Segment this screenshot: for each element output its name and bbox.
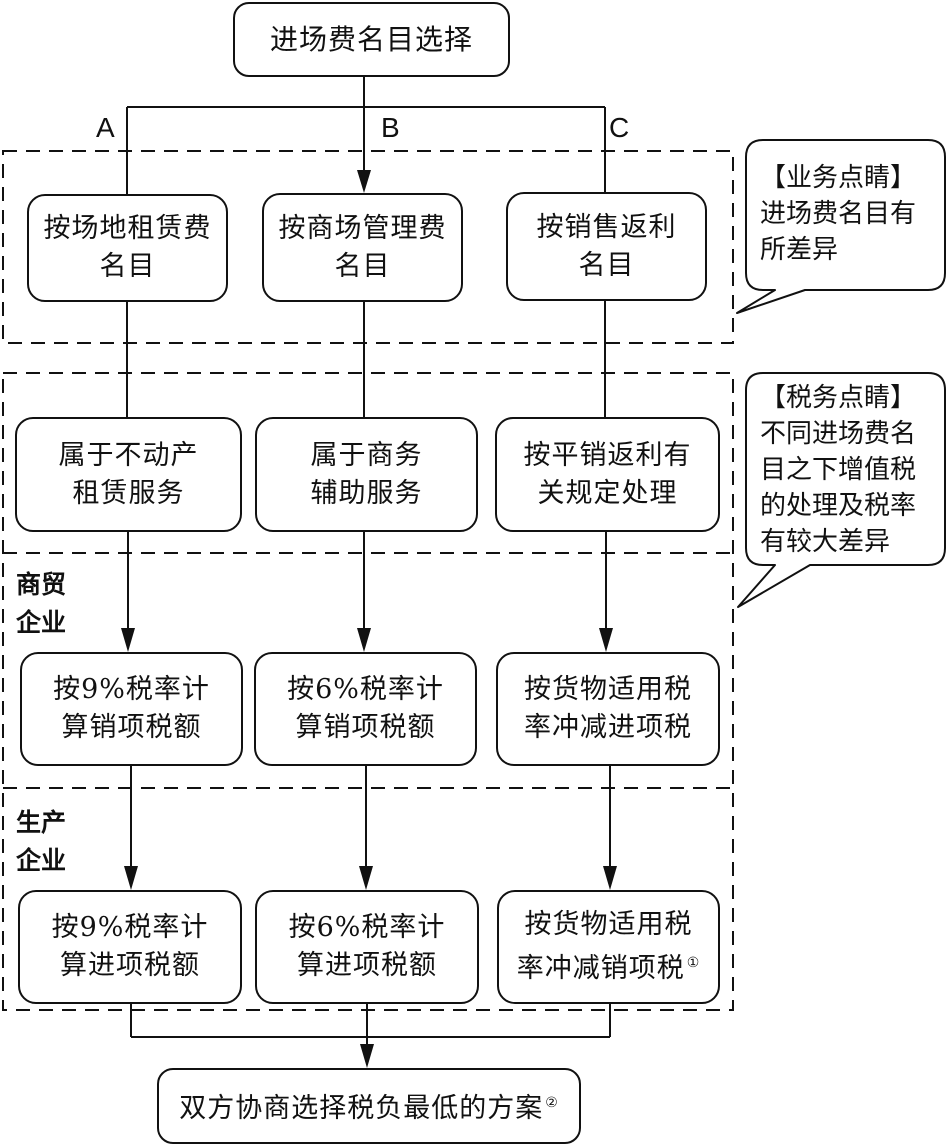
- box-b-business-support: 属于商务 辅助服务: [255, 417, 478, 532]
- arrowhead-b-row1: [357, 170, 371, 193]
- box-b-mall-management: 按商场管理费 名目: [262, 193, 463, 302]
- arrowhead-final: [360, 1044, 374, 1068]
- arrowhead-c-row3: [599, 628, 613, 652]
- box-b-input-6-text: 按6%税率计 算进项税额: [288, 912, 446, 981]
- dashed-region-business: [2, 150, 734, 344]
- arrowhead-a-row3: [121, 628, 135, 652]
- callout-tax-text: 【税务点睛】 不同进场费名 目之下增值税 的处理及税率 有较大差异: [760, 383, 917, 557]
- box-c-offset-output-body: 按货物适用税 率冲减销项税: [516, 909, 693, 984]
- arrowhead-b-row4: [359, 866, 373, 890]
- box-c-sales-rebate: 按销售返利 名目: [506, 192, 707, 301]
- box-b-mall-management-text: 按商场管理费 名目: [278, 212, 447, 282]
- section-label-production: 生产 企业: [16, 808, 67, 875]
- callout-business-text: 【业务点睛】 进场费名目有 所差异: [760, 163, 917, 265]
- dashed-region-tax: [2, 372, 734, 1011]
- box-c-rebate-rules: 按平销返利有 关规定处理: [495, 417, 720, 532]
- box-c-rebate-rules-text: 按平销返利有 关规定处理: [523, 439, 692, 509]
- box-a-real-estate-lease: 属于不动产 租赁服务: [15, 417, 242, 532]
- box-b-output-6-text: 按6%税率计 算销项税额: [287, 674, 444, 743]
- branch-label-b: B: [381, 112, 400, 143]
- box-a-input-9-text: 按9%税率计 算进项税额: [51, 912, 209, 981]
- box-a-venue-rental-text: 按场地租赁费 名目: [43, 213, 212, 282]
- box-a-venue-rental: 按场地租赁费 名目: [27, 194, 228, 302]
- box-b-input-6: 按6%税率计 算进项税额: [255, 890, 479, 1004]
- box-a-output-9: 按9%税率计 算销项税额: [20, 652, 243, 766]
- box-c-offset-input: 按货物适用税 率冲减进项税: [496, 652, 720, 766]
- final-decision-body: 双方协商选择税负最低的方案: [179, 1093, 544, 1124]
- footnote-marker-2: ②: [545, 1095, 559, 1111]
- box-b-output-6: 按6%税率计 算销项税额: [254, 652, 477, 766]
- title-box: 进场费名目选择: [233, 2, 510, 77]
- box-b-business-support-text: 属于商务 辅助服务: [310, 439, 423, 509]
- arrowhead-c-row4: [603, 866, 617, 890]
- arrowhead-b-row3: [357, 628, 371, 652]
- footnote-marker-1: ①: [686, 955, 701, 971]
- box-c-sales-rebate-text: 按销售返利 名目: [536, 211, 677, 281]
- section-label-commerce: 商贸 企业: [16, 570, 67, 637]
- branch-label-a: A: [96, 112, 115, 143]
- callout-business-bubble: [736, 139, 946, 314]
- callout-tax-bubble: [737, 372, 946, 608]
- arrowhead-a-row4: [124, 866, 138, 890]
- box-a-output-9-text: 按9%税率计 算销项税额: [53, 674, 210, 743]
- title-box-text: 进场费名目选择: [269, 22, 473, 56]
- box-c-offset-input-text: 按货物适用税 率冲减进项税: [524, 674, 692, 743]
- box-a-input-9: 按9%税率计 算进项税额: [18, 890, 242, 1004]
- box-a-real-estate-lease-text: 属于不动产 租赁服务: [58, 439, 199, 509]
- branch-label-c: C: [609, 112, 630, 143]
